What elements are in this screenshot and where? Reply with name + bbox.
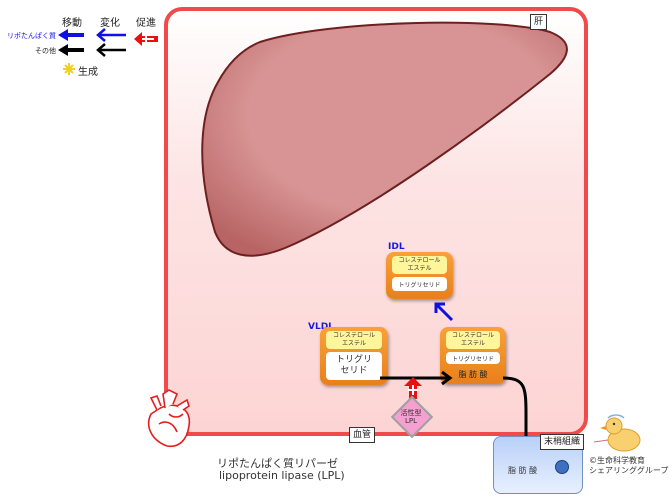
product-fatty-acid: 脂 肪 酸 [458,370,488,379]
credit-line-2: シェアリンググループ [589,466,669,475]
active-lpl-label: 活性型 LPL [400,409,422,425]
legend-change-arrow-black-icon [96,43,126,57]
product-cholesterol-ester: コレステロール エステル [446,331,500,349]
legend-move-arrow-black-icon [58,44,84,56]
vldl-cholesterol-ester: コレステロール エステル [326,331,382,349]
legend-header-move: 移動 [62,18,82,29]
liver-label: 肝 [530,14,548,30]
legend-promote-arrow-icon [134,32,158,46]
legend-move-arrow-blue-icon [58,29,84,41]
legend-label-other: その他 [35,47,56,55]
peripheral-tissue-label: 末梢組織 [540,434,585,450]
fatty-acid-droplet-icon [555,460,569,474]
legend-header-change: 変化 [100,18,120,29]
idl-cholesterol-ester: コレステロール エステル [392,256,447,274]
legend-arrows [58,28,158,57]
product-triglyceride: トリグリセリド [446,352,500,364]
change-arrow-to-idl [434,302,454,322]
idl-triglyceride: トリグリセリド [392,277,447,291]
vldl-triglyceride: トリグリ セリド [326,352,382,380]
legend-header-promote: 促進 [136,18,156,29]
legend-label-generate: 生成 [78,67,98,78]
blood-vessel-label: 血管 [349,427,376,443]
vldl-particle[interactable]: コレステロール エステル トリグリ セリド [320,327,388,385]
sparkle-generate-icon [63,63,75,75]
legend-label-lipoprotein: リポたんぱく質 [7,32,56,40]
heart-icon [147,389,191,448]
credit-line-1: ©生命科学教育 [589,456,645,465]
legend-change-arrow-blue-icon [96,28,126,42]
tissue-fatty-acid: 脂 肪 酸 [508,466,538,475]
liver-shape [201,21,568,257]
vldl-to-product-arrow [380,370,453,386]
idl-title: IDL [388,242,405,252]
promote-arrow-icon [404,377,422,399]
vldl-title: VLDL [308,322,334,332]
idl-particle[interactable]: コレステロール エステル トリグリセリド [386,252,453,299]
enzyme-name-en: lipoprotein lipase (LPL) [219,469,345,482]
enzyme-name-jp: リポたんぱく質リパーゼ [217,457,338,470]
product-particle[interactable]: コレステロール エステル トリグリセリド 脂 肪 酸 [440,327,506,384]
chick-mascot-icon [593,414,641,452]
